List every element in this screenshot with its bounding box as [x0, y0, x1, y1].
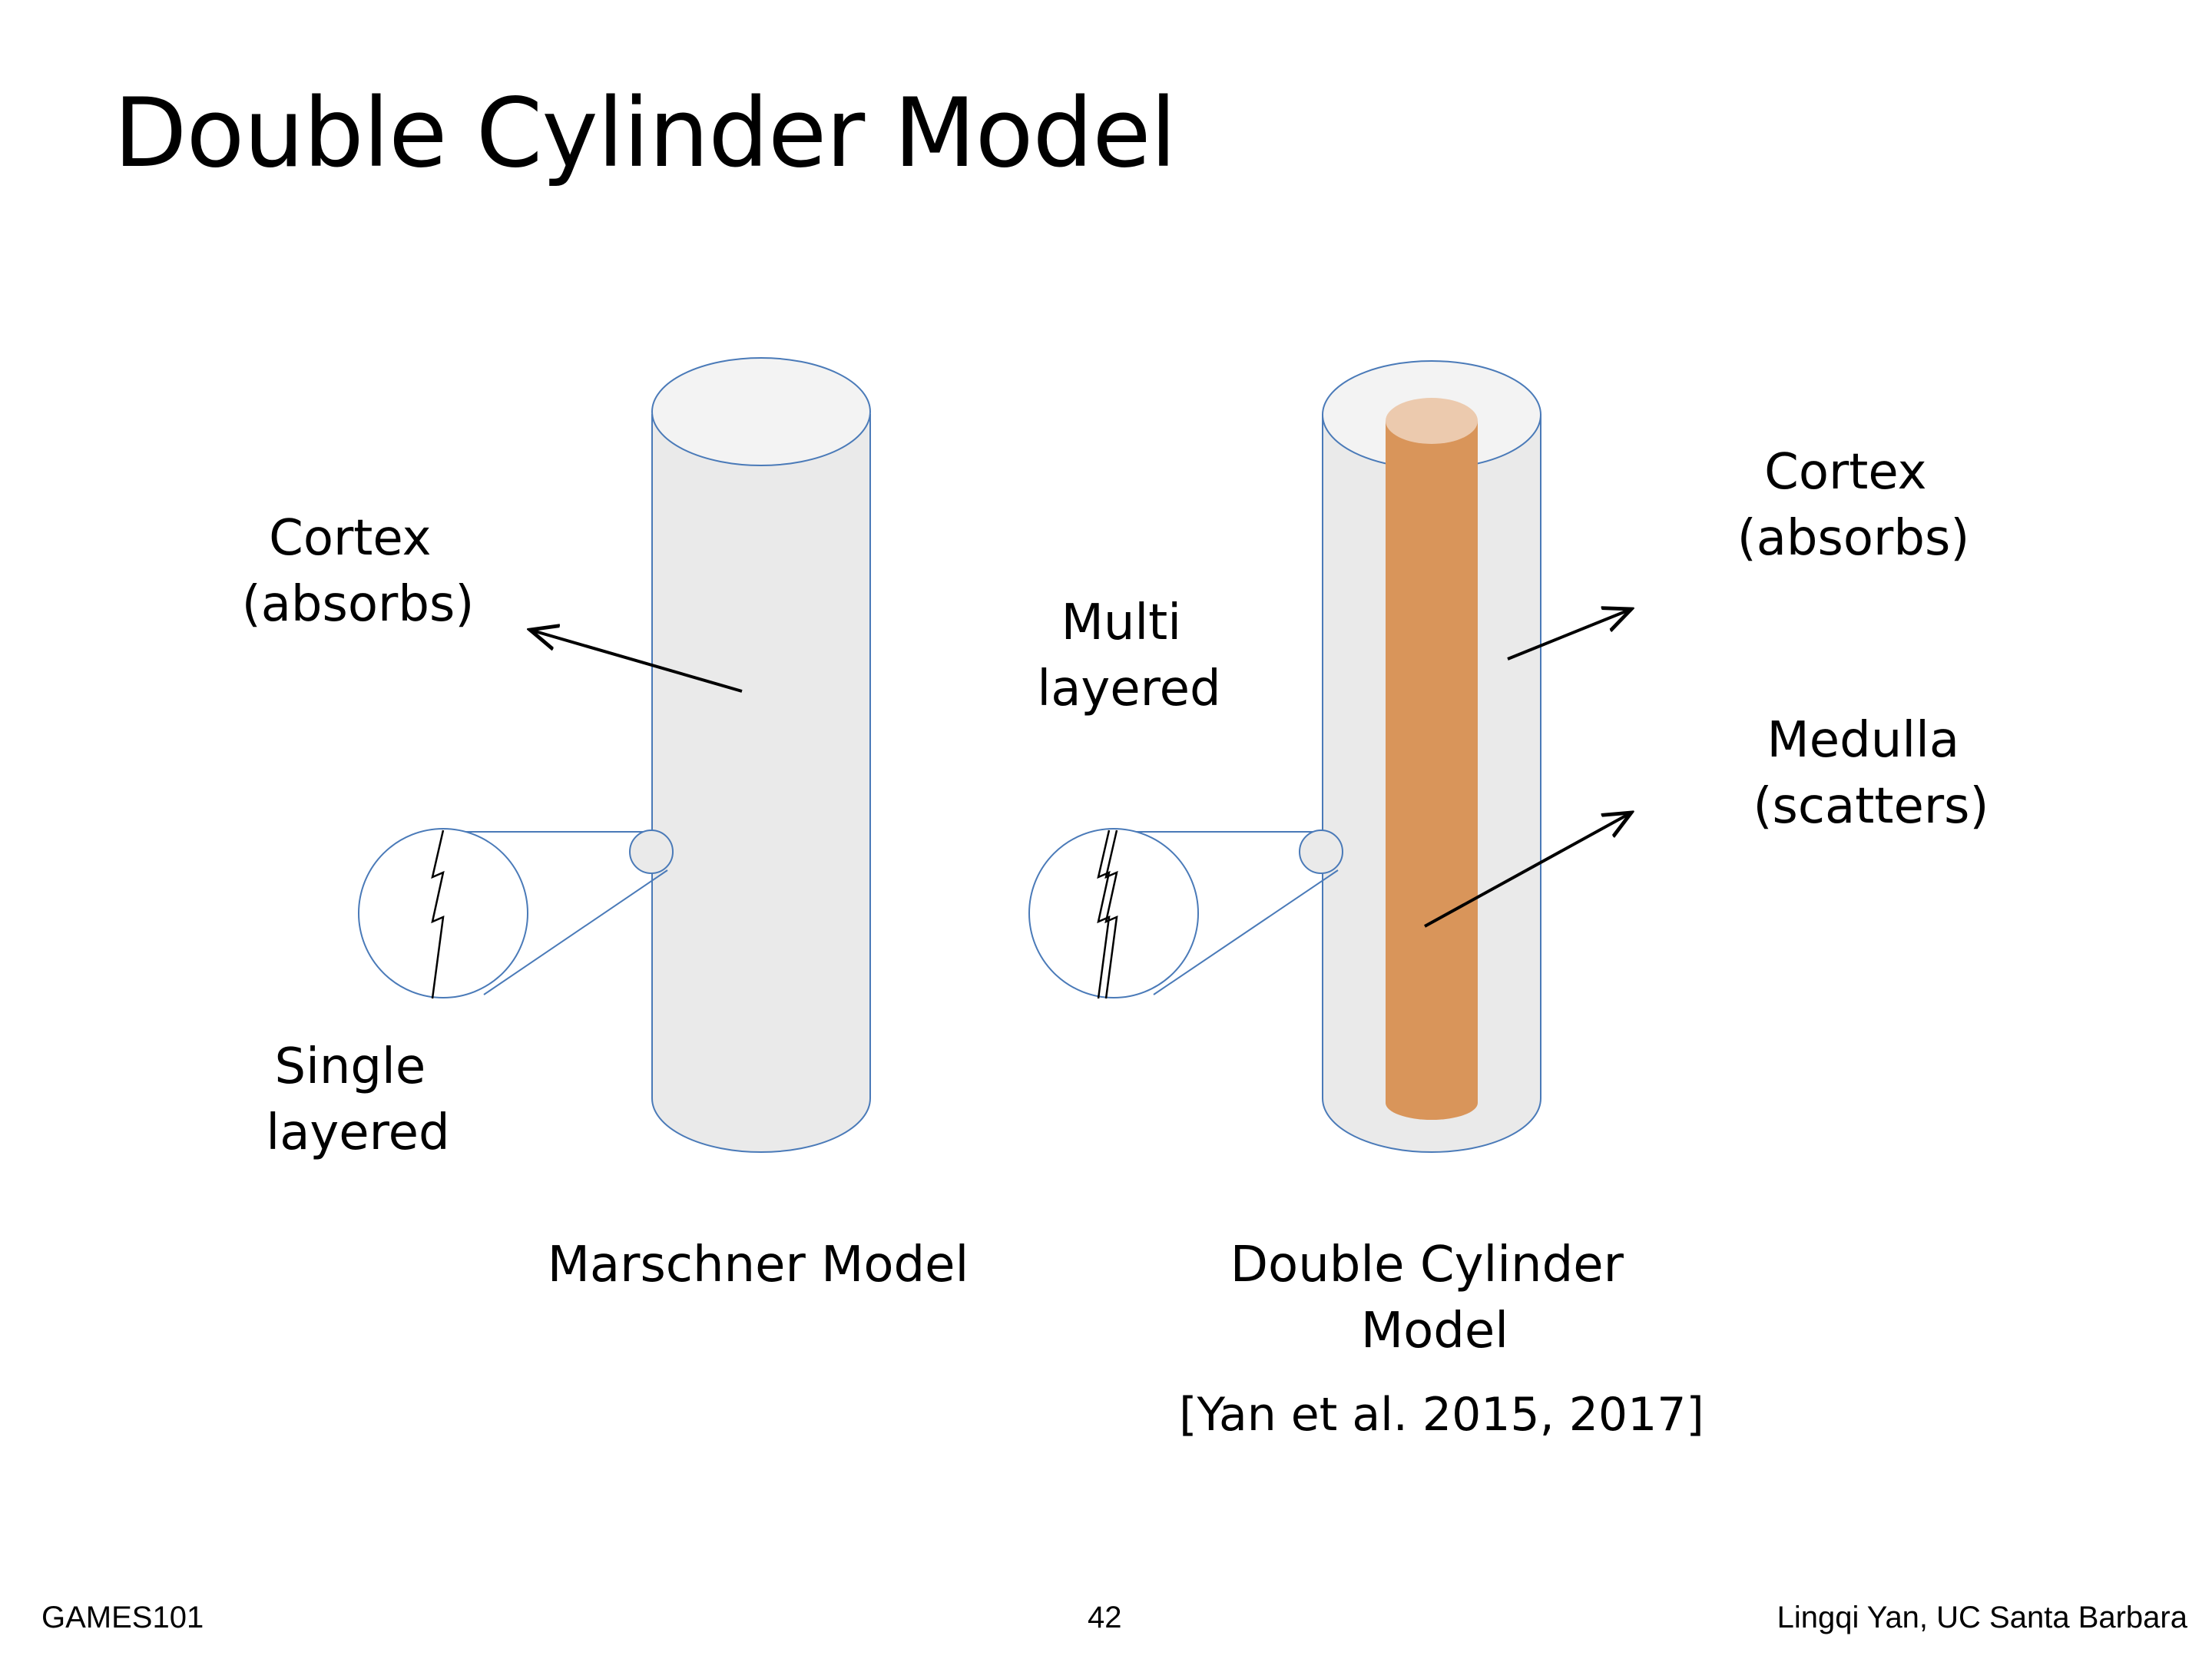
medulla-body [1386, 421, 1478, 1120]
cortex-arrow-right [1507, 609, 1631, 661]
single-layered-label: Single layered [266, 1038, 449, 1161]
single-layer-magnifier [358, 828, 674, 999]
citation: [Yan et al. 2015, 2017] [1179, 1388, 1704, 1442]
medulla-top [1386, 398, 1478, 444]
marschner-cylinder [651, 357, 871, 1153]
marschner-caption: Marschner Model [548, 1237, 969, 1293]
multi-layer-line-2 [1104, 830, 1118, 999]
cortex-label-left: Cortex (absorbs) [242, 510, 475, 633]
cylinder-top [651, 357, 871, 466]
medulla-label: Medulla (scatters) [1753, 712, 1989, 835]
slide-title: Double Cylinder Model [114, 78, 1177, 189]
magnify-lens [1028, 828, 1199, 998]
magnify-spot [629, 830, 674, 874]
medulla-arrow [1424, 813, 1631, 928]
magnify-spot [1299, 830, 1343, 874]
cortex-arrow-left [530, 630, 743, 693]
magnify-lens [358, 828, 528, 998]
footer-course: GAMES101 [41, 1601, 204, 1634]
cortex-label-right: Cortex (absorbs) [1737, 444, 1970, 567]
single-layer-line [431, 830, 445, 999]
multi-layered-label: Multi layered [1037, 594, 1220, 717]
multi-layer-line-1 [1097, 830, 1111, 999]
page-number: 42 [1088, 1601, 1122, 1634]
multi-layer-magnifier [1028, 828, 1343, 999]
double-cylinder-caption: Double Cylinder Model [1230, 1237, 1639, 1359]
double-cylinder [1322, 360, 1541, 1153]
footer-author: Lingqi Yan, UC Santa Barbara [1777, 1601, 2187, 1634]
cylinder-body [651, 414, 871, 1153]
